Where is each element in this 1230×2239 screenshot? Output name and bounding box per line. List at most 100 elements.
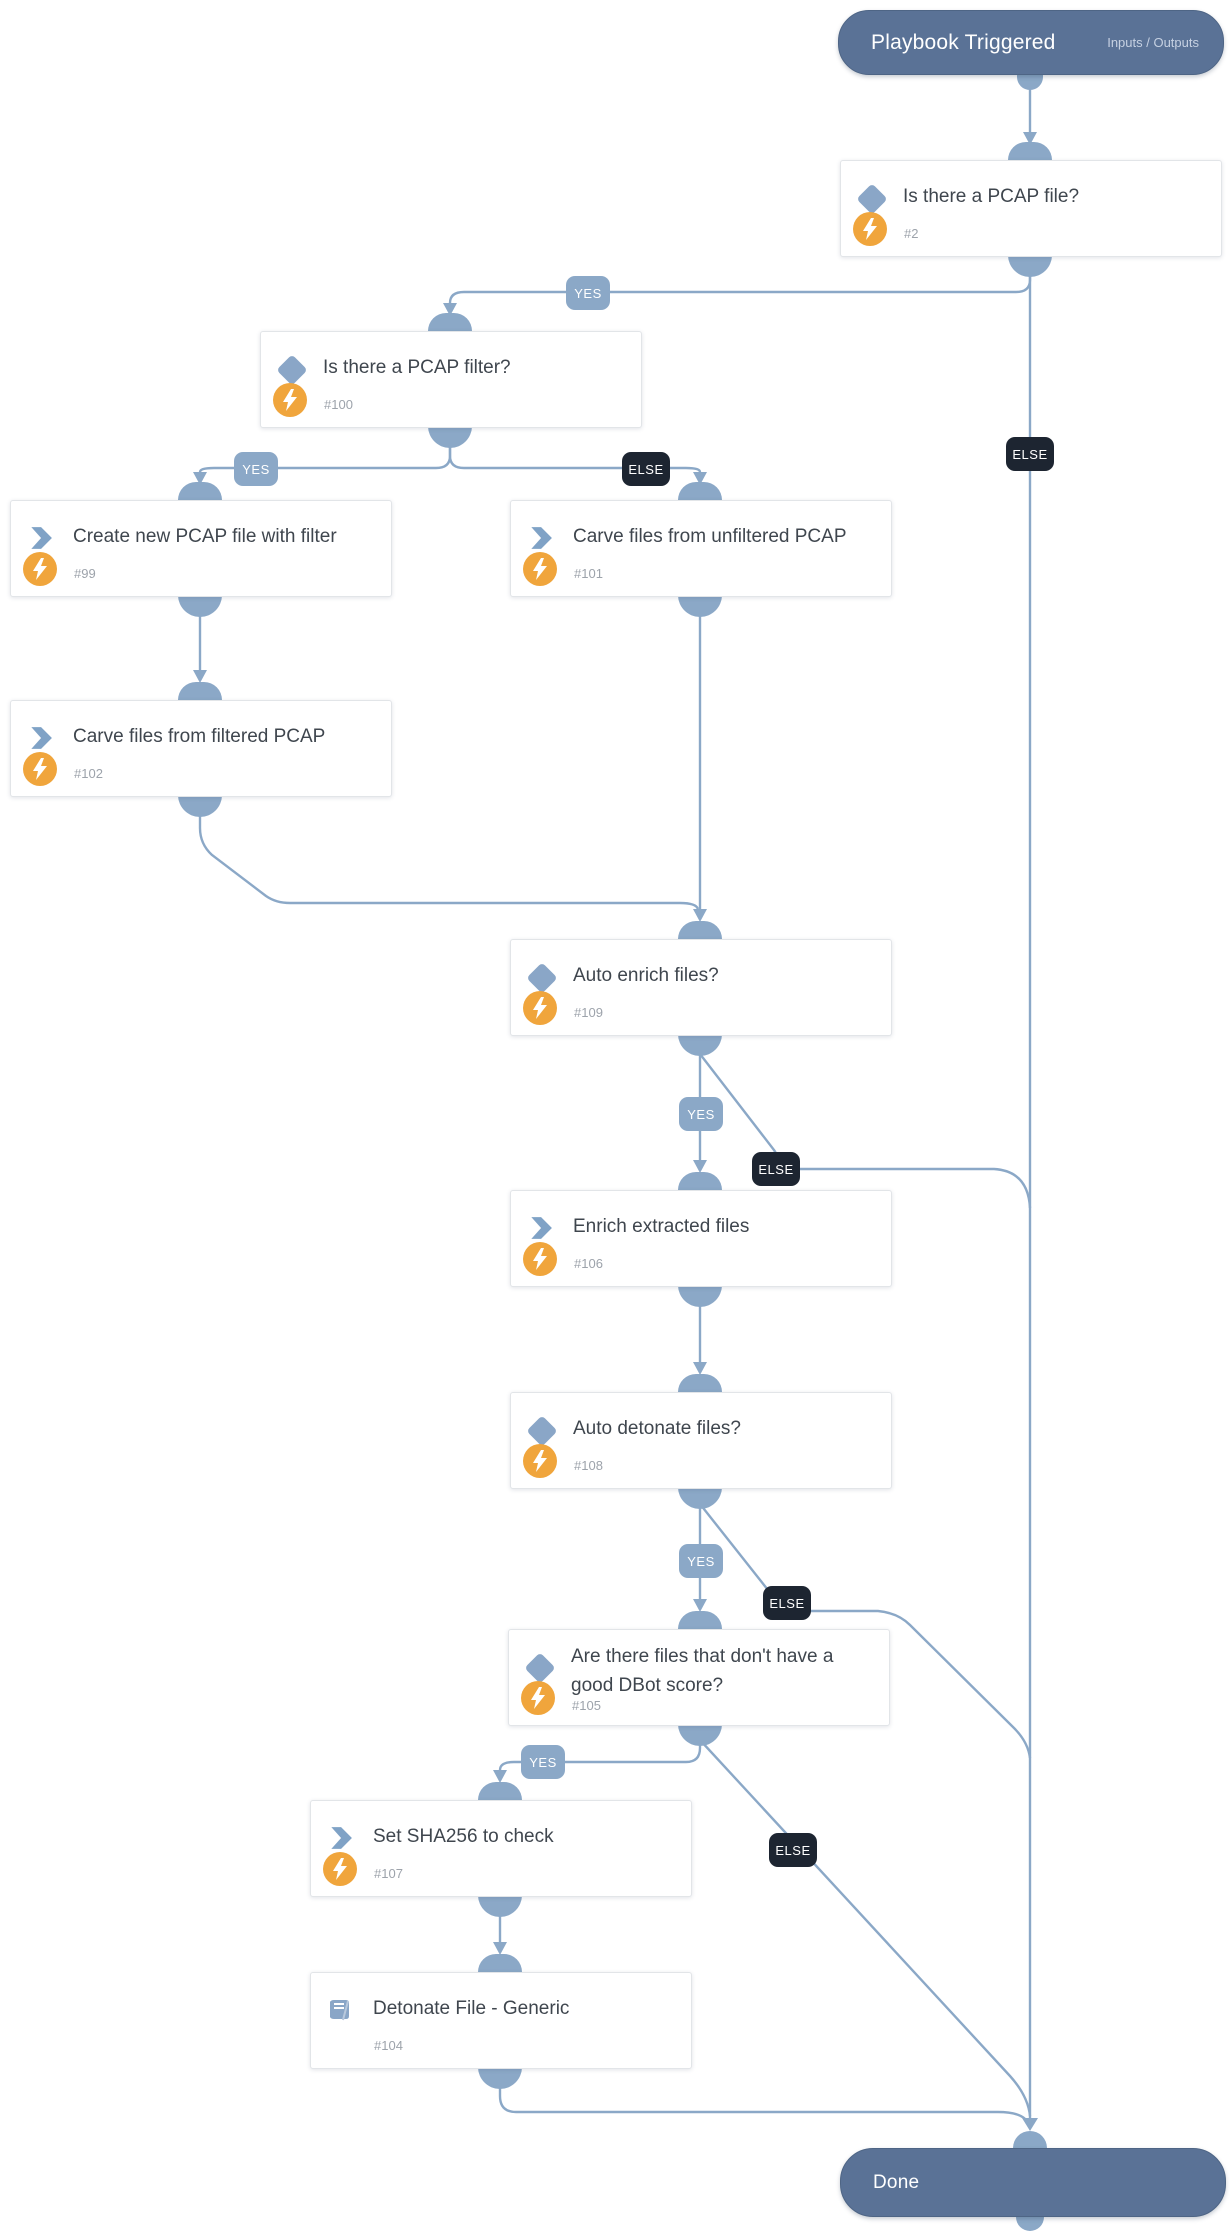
edge-105-yes (498, 1740, 702, 1771)
automation-bolt-icon (523, 552, 557, 586)
connector-bulb (428, 313, 472, 331)
branch-label-else: ELSE (752, 1152, 800, 1186)
node-id: #99 (74, 566, 96, 581)
node-title: Enrich extracted files (573, 1216, 750, 1237)
end-node-done[interactable]: Done (840, 2148, 1226, 2217)
task-chevron-icon (27, 525, 53, 551)
arrowhead (693, 1362, 707, 1375)
task-chevron-icon (527, 1215, 553, 1241)
automation-bolt-icon (323, 1852, 357, 1886)
node-107-set-sha256-to-check[interactable]: Set SHA256 to check #107 (310, 1800, 692, 1897)
connector-bulb (178, 595, 222, 617)
automation-bolt-icon (23, 552, 57, 586)
branch-label-yes: YES (679, 1097, 723, 1131)
start-node-playbook-triggered[interactable]: Playbook Triggered Inputs / Outputs (838, 10, 1224, 75)
connector-bulb (678, 1611, 722, 1629)
branch-label-else: ELSE (622, 452, 670, 486)
branch-label-yes: YES (234, 452, 278, 486)
node-title: Create new PCAP file with filter (73, 526, 337, 547)
node-id: #104 (374, 2038, 403, 2053)
inputs-outputs-link[interactable]: Inputs / Outputs (1107, 35, 1199, 50)
condition-diamond-icon (526, 962, 558, 994)
connector-bulb (428, 426, 472, 448)
node-105-files-without-good-dbot-score[interactable]: Are there files that don't have a good D… (508, 1629, 890, 1726)
end-node-title: Done (873, 2171, 920, 2193)
edge-105-else (699, 1739, 1032, 2117)
node-104-detonate-file-generic[interactable]: Detonate File - Generic #104 (310, 1972, 692, 2069)
node-108-auto-detonate-files[interactable]: Auto detonate files? #108 (510, 1392, 892, 1489)
node-id: #100 (324, 397, 353, 412)
connector-bulb (178, 795, 222, 817)
task-chevron-icon (27, 725, 53, 751)
branch-label-yes: YES (566, 276, 610, 310)
arrowhead (693, 1599, 707, 1612)
connector-bulb (178, 682, 222, 700)
connector-bulb (478, 1782, 522, 1800)
arrowhead (493, 1942, 507, 1955)
connector-bulb (1013, 2131, 1047, 2149)
connector-bulb (678, 482, 722, 500)
sub-playbook-book-icon (327, 1997, 353, 2023)
connector-bulb (678, 1034, 722, 1056)
node-title: Auto enrich files? (573, 965, 719, 986)
node-title: Carve files from filtered PCAP (73, 726, 326, 747)
connector-bulb (478, 1954, 522, 1972)
branch-label-else: ELSE (1006, 437, 1054, 471)
arrowhead (193, 670, 207, 683)
edge-104-to-done (498, 2082, 1031, 2127)
arrowhead (1022, 2118, 1038, 2131)
branch-label-yes: YES (521, 1745, 565, 1779)
node-id: #109 (574, 1005, 603, 1020)
node-id: #102 (74, 766, 103, 781)
edge-102-to-109 (198, 812, 700, 910)
automation-bolt-icon (523, 1444, 557, 1478)
connector-bulb (478, 1895, 522, 1917)
arrowhead (693, 472, 707, 485)
connector-bulb (678, 921, 722, 939)
arrowhead (493, 1770, 507, 1783)
condition-diamond-icon (524, 1652, 556, 1684)
condition-diamond-icon (276, 354, 308, 386)
connector-bulb (1008, 255, 1052, 277)
node-title: Is there a PCAP filter? (323, 357, 511, 378)
branch-label-yes: YES (679, 1544, 723, 1578)
node-id: #108 (574, 1458, 603, 1473)
connector-bulb (478, 2067, 522, 2089)
connector-bulb (178, 482, 222, 500)
task-chevron-icon (327, 1825, 353, 1851)
arrowhead (193, 472, 207, 485)
automation-bolt-icon (273, 383, 307, 417)
node-109-auto-enrich-files[interactable]: Auto enrich files? #109 (510, 939, 892, 1036)
node-id: #2 (904, 226, 919, 241)
arrowhead (693, 909, 707, 922)
condition-diamond-icon (856, 183, 888, 215)
connector-bulb (678, 1487, 722, 1509)
node-title: Are there files that don't have a good D… (571, 1646, 834, 1696)
branch-label-else: ELSE (763, 1586, 811, 1620)
connector-bulb (1008, 142, 1052, 160)
node-102-carve-files-from-filtered-pcap[interactable]: Carve files from filtered PCAP #102 (10, 700, 392, 797)
start-node-title: Playbook Triggered (871, 30, 1056, 54)
node-101-carve-files-from-unfiltered-pcap[interactable]: Carve files from unfiltered PCAP #101 (510, 500, 892, 597)
branch-label-else: ELSE (769, 1833, 817, 1867)
edge-2-yes (448, 262, 1032, 304)
edge-109-else (699, 1053, 1032, 1209)
connector-bulb (678, 1374, 722, 1392)
node-100-is-there-a-pcap-filter[interactable]: Is there a PCAP filter? #100 (260, 331, 642, 428)
node-title: Detonate File - Generic (373, 1998, 570, 2019)
node-title: Set SHA256 to check (373, 1826, 554, 1847)
automation-bolt-icon (853, 212, 887, 246)
arrowhead (443, 303, 457, 316)
task-chevron-icon (527, 525, 553, 551)
connector-bulb (1017, 73, 1043, 90)
node-title: Is there a PCAP file? (903, 186, 1080, 207)
connector-bulb (678, 1285, 722, 1307)
node-99-create-new-pcap-file-with-filter[interactable]: Create new PCAP file with filter #99 (10, 500, 392, 597)
node-id: #105 (572, 1698, 601, 1713)
node-2-is-there-a-pcap-file[interactable]: Is there a PCAP file? #2 (840, 160, 1222, 257)
connector-bulb (678, 595, 722, 617)
automation-bolt-icon (521, 1681, 555, 1715)
node-106-enrich-extracted-files[interactable]: Enrich extracted files #106 (510, 1190, 892, 1287)
connector-bulb (678, 1172, 722, 1190)
